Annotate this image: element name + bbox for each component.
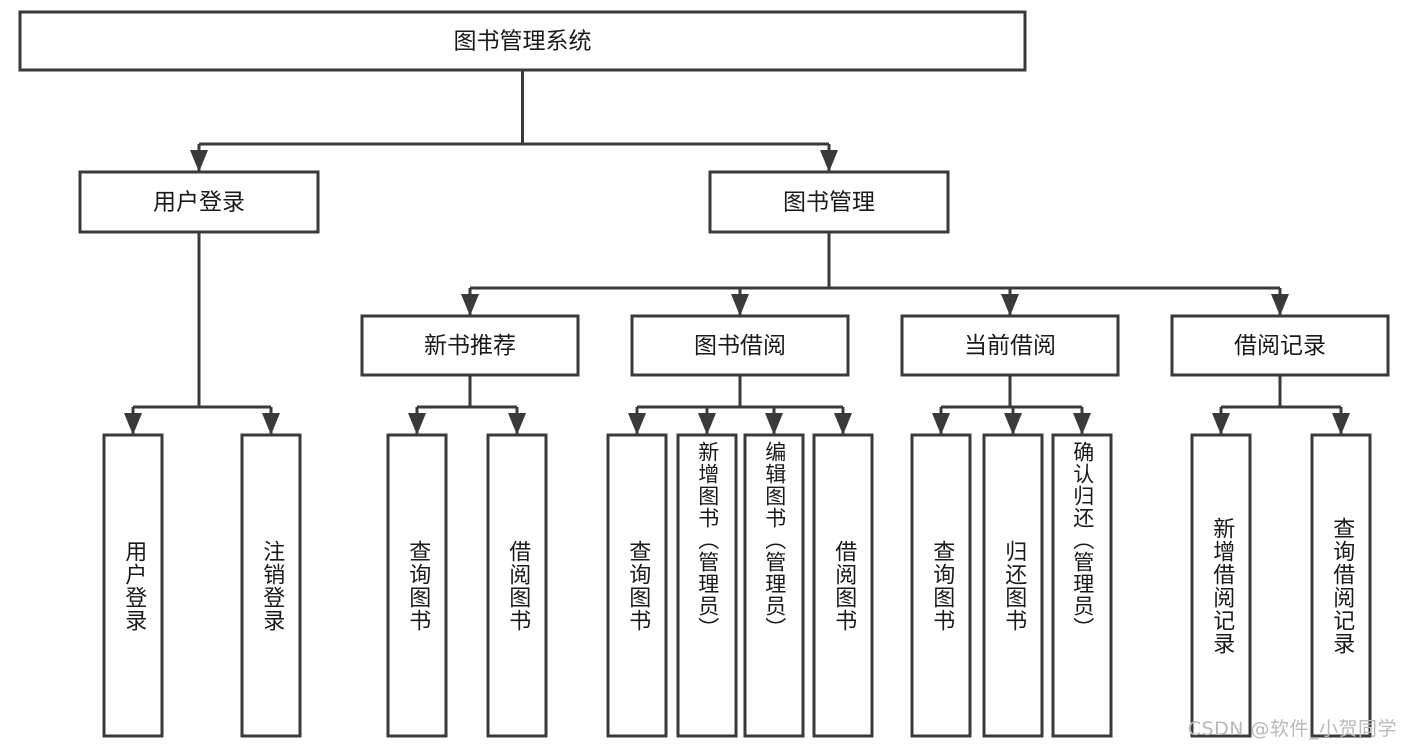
connector-layer (124, 70, 1350, 435)
arrow-current-borrow-leaf-confirm-return-admin (1073, 413, 1091, 435)
node-box-new-book-recommend (360, 314, 580, 377)
node-box-current-borrow (900, 314, 1120, 377)
node-label-book-management: 图书管理 (783, 190, 875, 216)
node-box-root (18, 10, 1027, 72)
node-box-leaf-query-book-new (386, 433, 448, 738)
node-box-book-borrow (630, 314, 850, 377)
node-label-new-book-recommend: 新书推荐 (424, 333, 516, 359)
node-box-user-login (78, 170, 320, 234)
arrow-book-borrow-leaf-borrow-book (834, 413, 852, 435)
arrow-root-user-login (190, 150, 208, 172)
arrow-user-login-leaf-user-login (124, 413, 142, 435)
arrow-root-book-management (820, 150, 838, 172)
node-box-leaf-query-book-borrow (606, 433, 668, 738)
node-label-book-borrow: 图书借阅 (694, 333, 786, 359)
node-label-current-borrow: 当前借阅 (964, 333, 1056, 359)
node-box-leaf-query-book-current (910, 433, 972, 738)
node-box-leaf-add-book-admin (676, 433, 738, 738)
arrow-new-book-recommend-leaf-query-book-new (408, 413, 426, 435)
node-box-leaf-borrow-book (812, 433, 874, 738)
arrow-book-management-current-borrow (1001, 294, 1019, 316)
arrow-borrow-record-leaf-add-borrow-record (1212, 413, 1230, 435)
node-box-leaf-edit-book-admin (743, 433, 805, 738)
arrow-current-borrow-leaf-query-book-current (932, 413, 950, 435)
arrow-user-login-leaf-logout (262, 413, 280, 435)
arrow-book-borrow-leaf-query-book-borrow (628, 413, 646, 435)
node-box-leaf-confirm-return-admin (1051, 433, 1113, 738)
node-label-root: 图书管理系统 (454, 29, 592, 55)
node-box-leaf-user-login (102, 433, 164, 738)
node-box-leaf-return-book (982, 433, 1044, 738)
arrow-book-management-new-book-recommend (461, 294, 479, 316)
arrow-current-borrow-leaf-return-book (1004, 413, 1022, 435)
node-box-book-management (708, 170, 950, 234)
node-box-leaf-query-borrow-record (1310, 433, 1372, 738)
arrow-book-management-book-borrow (731, 294, 749, 316)
watermark: CSDN @软件_小贺同学 (1187, 718, 1397, 740)
arrow-book-management-borrow-record (1271, 294, 1289, 316)
arrow-book-borrow-leaf-edit-book-admin (765, 413, 783, 435)
node-label-borrow-record: 借阅记录 (1234, 333, 1326, 359)
node-box-leaf-logout (240, 433, 302, 738)
node-box-layer (18, 10, 1390, 738)
node-box-leaf-add-borrow-record (1190, 433, 1252, 738)
node-label-user-login: 用户登录 (153, 190, 245, 216)
node-box-leaf-borrow-book-new (486, 433, 548, 738)
arrow-borrow-record-leaf-query-borrow-record (1332, 413, 1350, 435)
arrow-new-book-recommend-leaf-borrow-book-new (508, 413, 526, 435)
arrow-book-borrow-leaf-add-book-admin (698, 413, 716, 435)
node-box-borrow-record (1170, 314, 1390, 377)
